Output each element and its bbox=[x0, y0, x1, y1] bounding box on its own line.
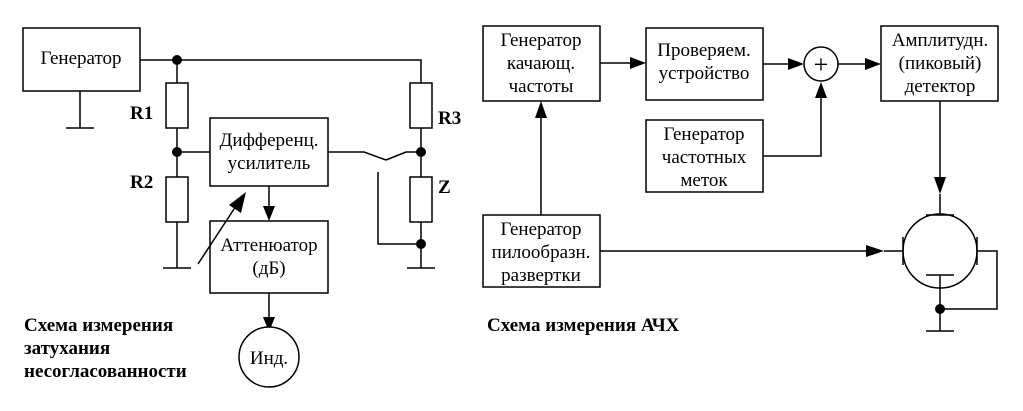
crt-plate-right bbox=[940, 237, 998, 310]
dut-line2: устройство bbox=[659, 63, 750, 84]
sawtooth-line2: пилообразн. bbox=[492, 242, 591, 263]
generator-ground bbox=[66, 91, 94, 129]
indicator-label: Инд. bbox=[250, 348, 288, 369]
left-caption-line3: несогласованности bbox=[24, 361, 187, 382]
attenuator-adjust-arrow bbox=[229, 192, 246, 213]
resistor-r2 bbox=[165, 176, 189, 223]
sweep-gen-block bbox=[482, 25, 601, 102]
impedance-z bbox=[409, 176, 433, 223]
arrow-marker-to-adder bbox=[815, 82, 827, 98]
switch-bypass-wire bbox=[377, 172, 421, 245]
r2-ground bbox=[163, 222, 191, 269]
r3-label: R3 bbox=[438, 108, 461, 129]
left-caption-line2: затухания bbox=[24, 338, 110, 359]
arrow-dut-to-adder bbox=[788, 58, 804, 70]
sawtooth-line1: Генератор bbox=[500, 219, 581, 240]
peak-det-line3: детектор bbox=[905, 76, 976, 97]
r2-label: R2 bbox=[130, 172, 153, 193]
attenuator-adjust-line bbox=[197, 205, 237, 265]
crt-plate-top bbox=[926, 194, 954, 216]
peak-det-line1: Амплитудн. bbox=[892, 30, 989, 51]
sweep-gen-line2: качающ. bbox=[507, 53, 575, 74]
marker-gen-line1: Генератор bbox=[663, 124, 744, 145]
diff-amp-line2: усилитель bbox=[228, 153, 311, 174]
left-schematic: Генератор R1 R2 Дифференц. усилитель R3 … bbox=[22, 27, 461, 388]
attenuator-line1: Аттенюатор bbox=[220, 235, 317, 256]
dut-line1: Проверяем. bbox=[657, 40, 750, 61]
generator-block bbox=[22, 27, 141, 92]
sweep-gen-line1: Генератор bbox=[500, 30, 581, 51]
marker-gen-line2: частотных bbox=[662, 147, 747, 168]
attenuator-line2: (дБ) bbox=[252, 258, 285, 279]
sweep-gen-line3: частоты bbox=[509, 76, 574, 97]
arrow-sawtooth-to-crt bbox=[866, 245, 884, 257]
arrow-sawtooth-to-sweep bbox=[535, 101, 547, 118]
adder-symbol: + bbox=[814, 50, 829, 79]
resistor-r3 bbox=[409, 82, 433, 129]
attenuator-block bbox=[209, 220, 329, 294]
node-mid-right bbox=[416, 147, 426, 157]
indicator-circle bbox=[238, 326, 300, 388]
marker-gen-line3: меток bbox=[680, 170, 728, 191]
sawtooth-gen-block bbox=[482, 214, 601, 288]
diff-amp-block bbox=[209, 117, 329, 187]
right-caption: Схема измерения АЧХ bbox=[487, 315, 680, 336]
switch-arm bbox=[328, 151, 387, 161]
sawtooth-line3: развертки bbox=[501, 265, 581, 286]
arrow-diff-to-atten bbox=[263, 206, 275, 221]
z-label: Z bbox=[438, 177, 451, 198]
generator-label: Генератор bbox=[40, 48, 121, 69]
left-caption-line1: Схема измерения bbox=[24, 315, 173, 336]
peak-det-line2: (пиковый) bbox=[899, 53, 982, 74]
arrow-detector-to-crt bbox=[934, 177, 946, 194]
arrow-adder-to-detector bbox=[865, 58, 881, 70]
resistor-r1 bbox=[165, 82, 189, 129]
diff-amp-line1: Дифференц. bbox=[219, 130, 318, 151]
top-bus-wire bbox=[140, 59, 422, 83]
crt-plate-left bbox=[884, 237, 904, 265]
dut-block bbox=[645, 27, 764, 101]
peak-detector-block bbox=[880, 25, 999, 102]
right-schematic: Генератор качающ. частоты Проверяем. уст… bbox=[482, 25, 999, 336]
node-bottom-right bbox=[416, 239, 426, 249]
marker-gen-block bbox=[645, 119, 764, 193]
crt-ground bbox=[926, 309, 954, 332]
r1-label: R1 bbox=[130, 103, 153, 124]
crt-plate-bottom bbox=[926, 274, 954, 309]
arrow-atten-to-ind bbox=[263, 317, 275, 332]
arrow-sweep-to-dut bbox=[630, 57, 646, 69]
